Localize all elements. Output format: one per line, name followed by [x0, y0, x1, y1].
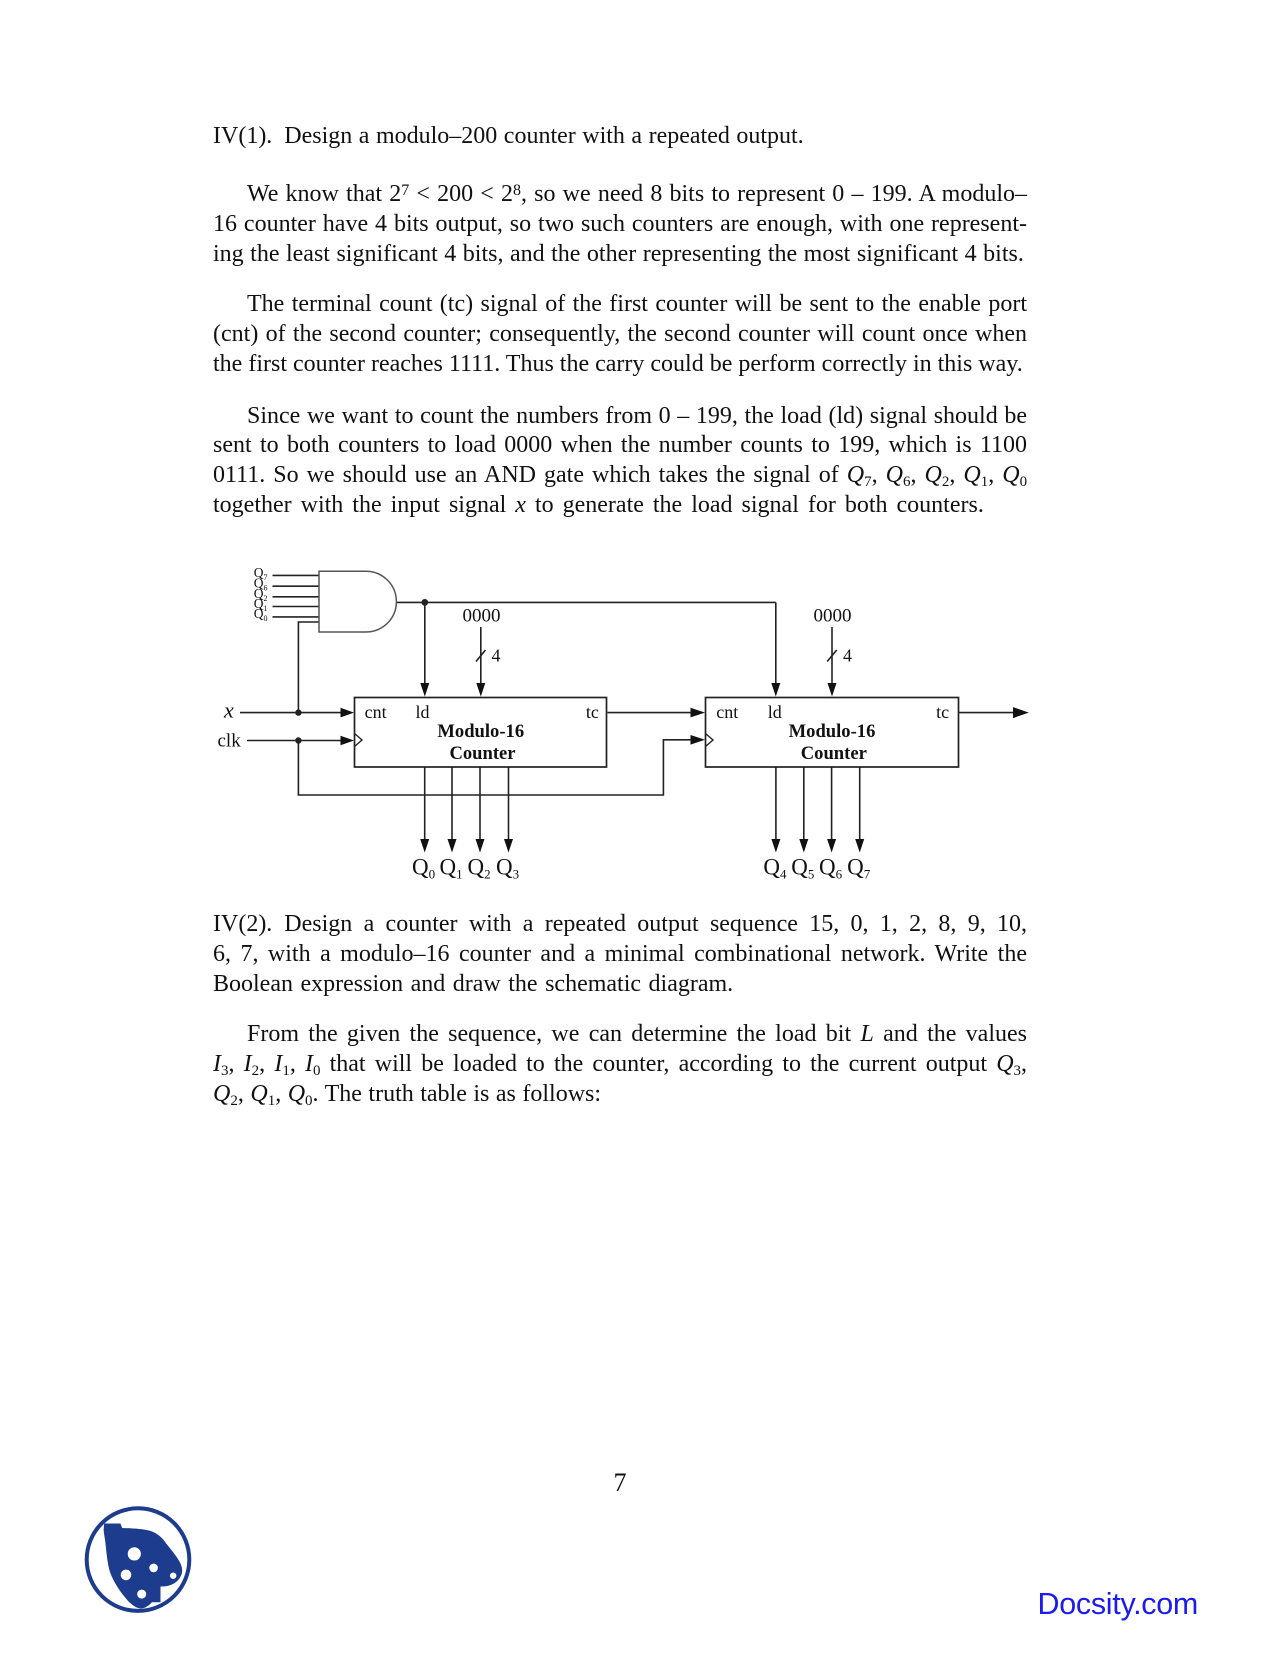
svg-text:Q3: Q3 [496, 855, 519, 882]
svg-text:cnt: cnt [716, 702, 738, 722]
svg-text:Q0: Q0 [412, 855, 435, 882]
svg-text:Q1: Q1 [439, 855, 462, 882]
svg-text:Counter: Counter [801, 743, 867, 764]
svg-text:Q4: Q4 [763, 855, 787, 882]
svg-text:Counter: Counter [449, 743, 515, 764]
svg-text:ld: ld [416, 702, 430, 722]
svg-text:Q2: Q2 [467, 855, 490, 882]
svg-text:Modulo-16: Modulo-16 [789, 721, 876, 742]
svg-text:4: 4 [492, 646, 501, 666]
svg-text:ld: ld [768, 702, 782, 722]
svg-text:Q5: Q5 [791, 855, 814, 882]
svg-text:Modulo-16: Modulo-16 [437, 721, 524, 742]
svg-text:cnt: cnt [365, 702, 387, 722]
svg-text:x: x [223, 698, 234, 723]
svg-text:Q6: Q6 [819, 855, 843, 882]
svg-text:clk: clk [218, 731, 242, 752]
svg-text:Q7: Q7 [847, 855, 871, 882]
svg-text:0000: 0000 [814, 606, 852, 627]
svg-text:tc: tc [936, 702, 949, 722]
svg-text:4: 4 [843, 646, 852, 666]
svg-text:0000: 0000 [463, 606, 501, 627]
svg-text:tc: tc [586, 702, 599, 722]
